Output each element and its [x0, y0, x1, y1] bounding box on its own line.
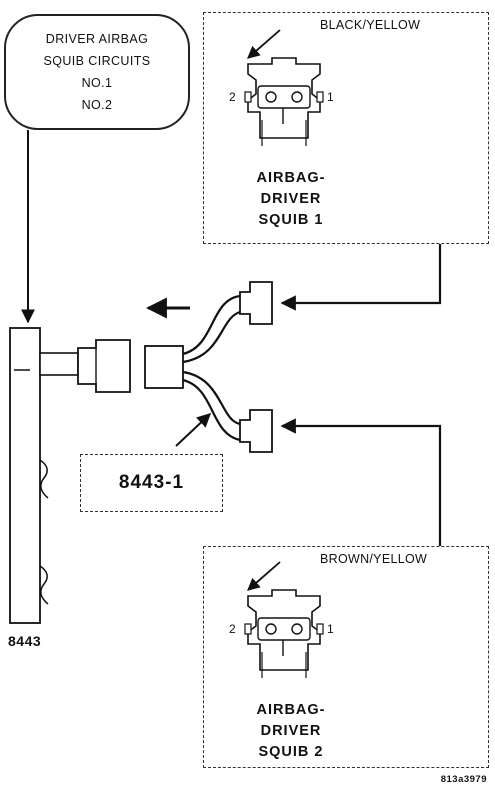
- squib2-name-line-1: AIRBAG-: [256, 702, 326, 718]
- squib2-leader: [280, 418, 442, 546]
- harness-wire-upper-a: [182, 294, 241, 356]
- squib2-name: AIRBAG- DRIVER SQUIB 2: [236, 700, 346, 763]
- squib1-wire-color: BLACK/YELLOW: [318, 18, 423, 32]
- upper-squib-connector: [239, 281, 273, 325]
- squib2-name-line-3: SQUIB 2: [258, 744, 324, 760]
- callout-line-1: DRIVER AIRBAG: [45, 32, 149, 46]
- module-connector-stub: [39, 352, 79, 376]
- harness-label-leader: [175, 413, 212, 447]
- harness-main-connector: [144, 345, 184, 389]
- figure-id: 813a3979: [440, 774, 487, 785]
- harness-label: 8443-1: [118, 472, 185, 493]
- squib2-dashed-box: [203, 546, 489, 768]
- squib2-pin-2: 2: [229, 622, 236, 636]
- module-body: [9, 327, 41, 624]
- squib1-leader: [280, 244, 442, 311]
- squib1-dashed-box: [203, 12, 489, 244]
- squib1-pin-2: 2: [229, 90, 236, 104]
- squib2-wire-color: BROWN/YELLOW: [318, 552, 430, 566]
- callout-bubble: DRIVER AIRBAG SQUIB CIRCUITS NO.1 NO.2: [4, 14, 190, 130]
- lower-squib-connector: [239, 409, 273, 453]
- squib1-name-line-1: AIRBAG-: [256, 170, 326, 186]
- callout-line-2: SQUIB CIRCUITS: [43, 54, 151, 68]
- squib2-connector-face: [244, 561, 324, 678]
- squib1-name-line-2: DRIVER: [260, 191, 322, 207]
- module-label: 8443: [8, 633, 42, 649]
- squib2-name-line-2: DRIVER: [260, 723, 322, 739]
- callout-line-3: NO.1: [81, 76, 113, 90]
- harness-wire-upper-b: [182, 310, 241, 364]
- callout-line-4: NO.2: [81, 98, 113, 112]
- squib1-name: AIRBAG- DRIVER SQUIB 1: [236, 168, 346, 231]
- module-break-mark-2: [39, 565, 49, 605]
- squib1-connector-face: [244, 29, 324, 146]
- harness-label-box: 8443-1: [80, 454, 223, 512]
- squib1-name-line-3: SQUIB 1: [258, 212, 324, 228]
- harness-wire-lower-a: [182, 370, 241, 426]
- module-plug: [77, 339, 131, 393]
- module-break-mark-1: [39, 459, 49, 499]
- squib1-pin-1: 1: [327, 90, 334, 104]
- squib2-pin-1: 1: [327, 622, 334, 636]
- harness-wire-lower-b: [182, 378, 241, 442]
